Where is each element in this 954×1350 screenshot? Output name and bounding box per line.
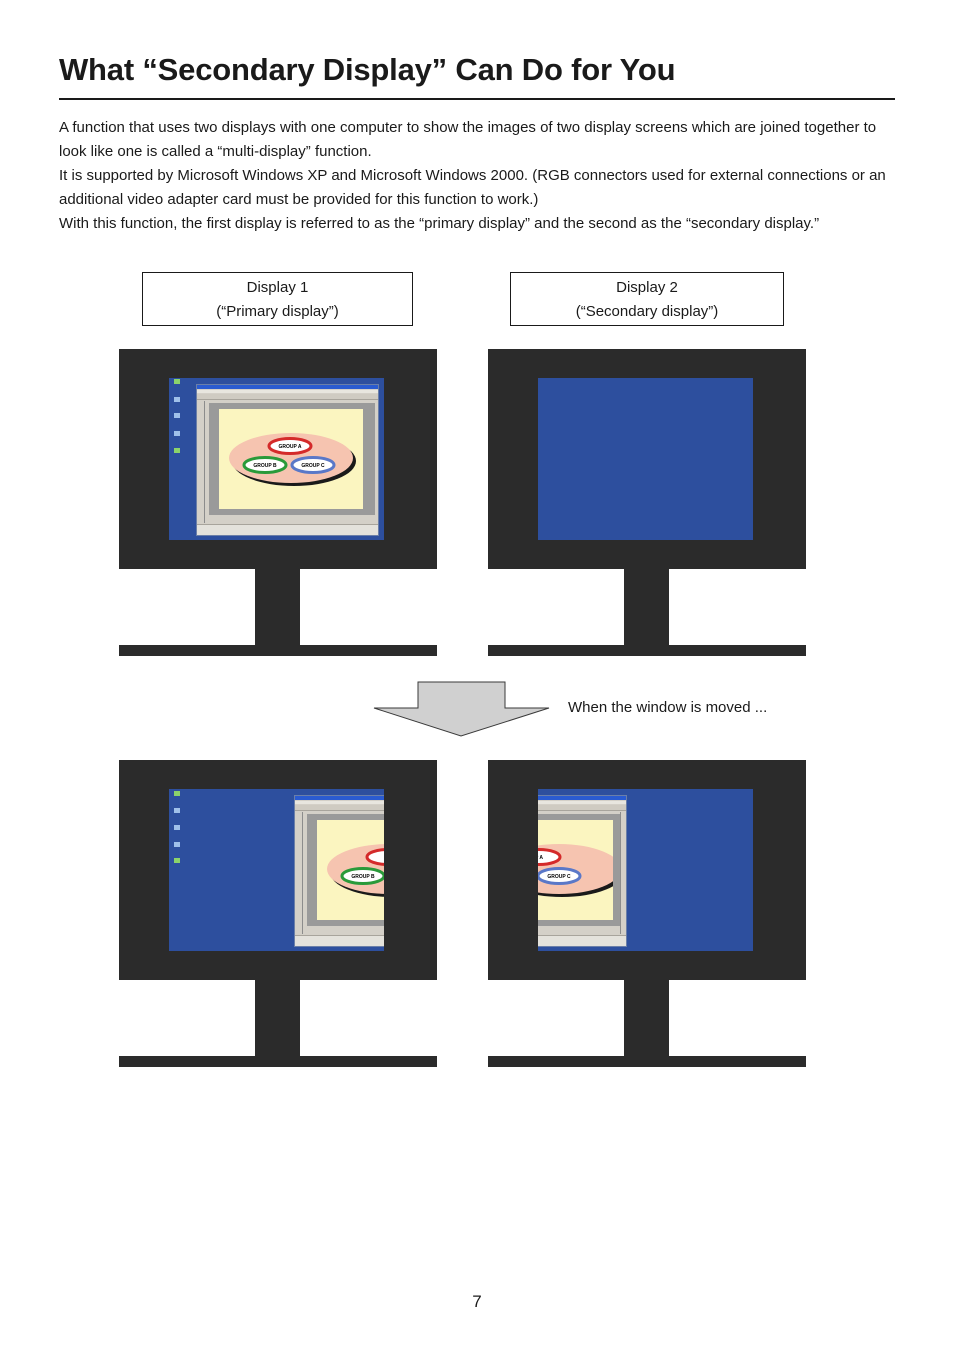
monitor-primary-before: GROUP A GROUP B GROUP C [119, 349, 437, 656]
app-window-left-part: GROUP B [294, 795, 384, 947]
window-side-toolbar [198, 401, 205, 523]
group-diagram: P A GROUP C [538, 844, 624, 897]
monitor-stand-base [488, 1056, 806, 1067]
arrow-caption: When the window is moved ... [568, 699, 768, 716]
slide-canvas: GROUP A GROUP B GROUP C [209, 403, 375, 515]
desktop-internet-icon [174, 431, 180, 436]
intro-line-3: With this function, the first display is… [59, 215, 820, 232]
desktop-recycle-icon [174, 858, 180, 863]
desktop-screen: GROUP B [169, 789, 384, 951]
window-title-bar [295, 796, 384, 800]
monitor-stand-base [119, 1056, 437, 1067]
slide-page: P A GROUP C [538, 820, 624, 920]
monitor-stand-base [119, 645, 437, 656]
group-c-label: GROUP C [301, 463, 325, 469]
window-title-bar [538, 796, 626, 800]
window-status-bar [538, 935, 626, 946]
desktop-computer-icon [174, 808, 180, 813]
desktop-documents-icon [174, 791, 180, 796]
window-menu-bar [538, 801, 626, 804]
monitor-stand-base [488, 645, 806, 656]
monitor-stand-neck [624, 569, 669, 645]
group-diagram: GROUP A GROUP B GROUP C [229, 433, 356, 486]
group-c-label: GROUP C [547, 874, 571, 880]
group-b-label: GROUP B [351, 874, 375, 880]
desktop-internet-icon [174, 842, 180, 847]
display-2-label-name: Display 2 [616, 279, 678, 296]
display-2-label: Display 2 (“Secondary display”) [510, 272, 784, 326]
monitor-secondary-after: P A GROUP C [488, 760, 806, 1067]
window-toolbar [197, 394, 378, 400]
monitor-stand-neck [255, 980, 300, 1056]
group-b-label: GROUP B [253, 463, 277, 469]
window-toolbar [295, 805, 384, 811]
window-menu-bar [197, 390, 378, 393]
slide-page: GROUP B [317, 820, 384, 920]
desktop-network-icon [174, 413, 180, 418]
window-scrollbar [620, 812, 626, 934]
title-rule [59, 98, 895, 100]
slide-canvas: GROUP B [307, 814, 384, 926]
window-title-bar [197, 385, 378, 389]
group-diagram: GROUP B [327, 844, 384, 897]
intro-line-2: It is supported by Microsoft Windows XP … [59, 167, 886, 208]
monitor-stand-neck [624, 980, 669, 1056]
desktop-screen [538, 378, 753, 540]
monitor-stand-neck [255, 569, 300, 645]
intro-line-1: A function that uses two displays with o… [59, 119, 877, 160]
desktop-screen: GROUP A GROUP B GROUP C [169, 378, 384, 540]
slide-page: GROUP A GROUP B GROUP C [219, 409, 363, 509]
desktop-screen: P A GROUP C [538, 789, 753, 951]
group-a-label: GROUP A [278, 444, 301, 450]
desktop-computer-icon [174, 397, 180, 402]
desktop-documents-icon [174, 379, 180, 384]
display-1-label: Display 1 (“Primary display”) [142, 272, 413, 326]
slide-canvas: P A GROUP C [538, 814, 624, 926]
page-number: 7 [472, 1292, 482, 1311]
desktop-network-icon [174, 825, 180, 830]
window-side-toolbar [296, 812, 303, 934]
app-window: GROUP A GROUP B GROUP C [196, 384, 379, 536]
intro-text: A function that uses two displays with o… [59, 116, 895, 236]
window-toolbar [538, 805, 626, 811]
page-title: What “Secondary Display” Can Do for You [59, 52, 676, 87]
monitor-primary-after: GROUP B [119, 760, 437, 1067]
group-a-partial-label: P A [538, 855, 543, 861]
display-1-label-role: (“Primary display”) [216, 303, 339, 320]
app-window-right-part: P A GROUP C [538, 795, 627, 947]
display-1-label-name: Display 1 [246, 279, 309, 296]
window-menu-bar [295, 801, 384, 804]
down-arrow-icon [373, 681, 550, 737]
window-status-bar [295, 935, 384, 946]
monitor-secondary-before [488, 349, 806, 656]
window-status-bar [197, 524, 378, 535]
display-2-label-role: (“Secondary display”) [575, 303, 719, 320]
desktop-recycle-icon [174, 448, 180, 453]
